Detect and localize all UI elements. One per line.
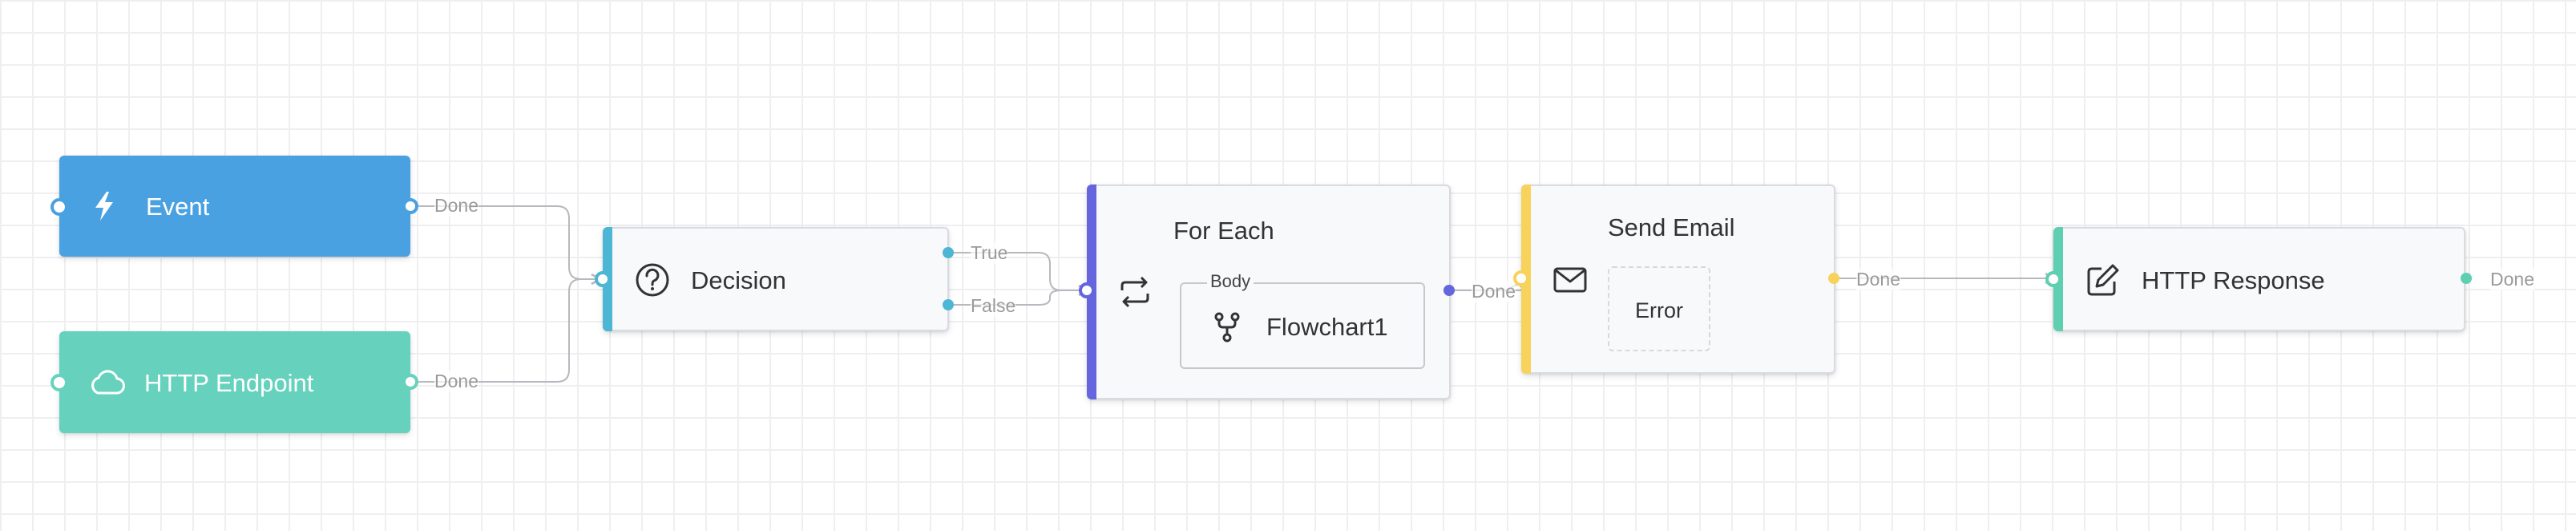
branch-icon [1213,311,1241,347]
event-output-port[interactable] [402,198,418,214]
edge-event-to-decision[interactable] [410,205,600,279]
edge-http-endpoint-to-decision[interactable] [410,279,600,383]
node-title: For Each [1173,217,1274,245]
edit-icon [2085,262,2121,302]
decision-false-port[interactable] [943,299,954,310]
send-email-input-port[interactable] [1513,270,1529,286]
for-each-node[interactable]: For Each Body Flowchart1 [1087,184,1451,399]
send-email-node[interactable]: Send Email Error [1521,184,1835,374]
http-response-node[interactable]: HTTP Response [2053,227,2465,331]
http-response-input-port[interactable] [2045,271,2061,287]
decision-true-label: True [971,242,1008,264]
event-node[interactable]: Event [59,156,410,257]
body-container: Body Flowchart1 [1180,271,1425,369]
question-circle-icon [635,262,670,302]
node-title: HTTP Endpoint [144,369,314,397]
http-response-output-port[interactable] [2461,273,2472,284]
send-email-output-port[interactable] [1828,273,1839,284]
node-title: Event [146,193,210,221]
cloud-icon [88,370,125,399]
decision-input-port[interactable] [595,271,611,287]
edge-decision-false-to-foreach[interactable] [949,290,1087,306]
for-each-done-label: Done [1472,281,1516,302]
body-label: Body [1207,271,1254,292]
node-title: Decision [691,266,786,294]
decision-false-label: False [971,295,1016,317]
node-title: HTTP Response [2142,266,2325,294]
http-endpoint-input-port[interactable] [50,374,68,391]
http-endpoint-done-label: Done [434,371,478,392]
for-each-output-port[interactable] [1443,285,1455,296]
bolt-icon [93,191,115,225]
decision-node[interactable]: Decision [603,227,949,331]
send-email-done-label: Done [1856,269,1900,290]
node-title: Send Email [1608,213,1735,241]
error-label: Error [1635,298,1683,322]
envelope-icon [1553,266,1587,298]
http-endpoint-output-port[interactable] [402,374,418,390]
for-each-input-port[interactable] [1079,282,1095,298]
http-response-done-label: Done [2490,269,2534,290]
edge-decision-true-to-foreach[interactable] [949,252,1087,290]
decision-true-port[interactable] [943,247,954,258]
body-child-title[interactable]: Flowchart1 [1266,313,1388,341]
event-input-port[interactable] [50,198,68,216]
event-done-label: Done [434,195,478,217]
http-endpoint-node[interactable]: HTTP Endpoint [59,331,410,433]
error-outcome-box: Error [1608,266,1710,351]
repeat-icon [1117,276,1153,312]
